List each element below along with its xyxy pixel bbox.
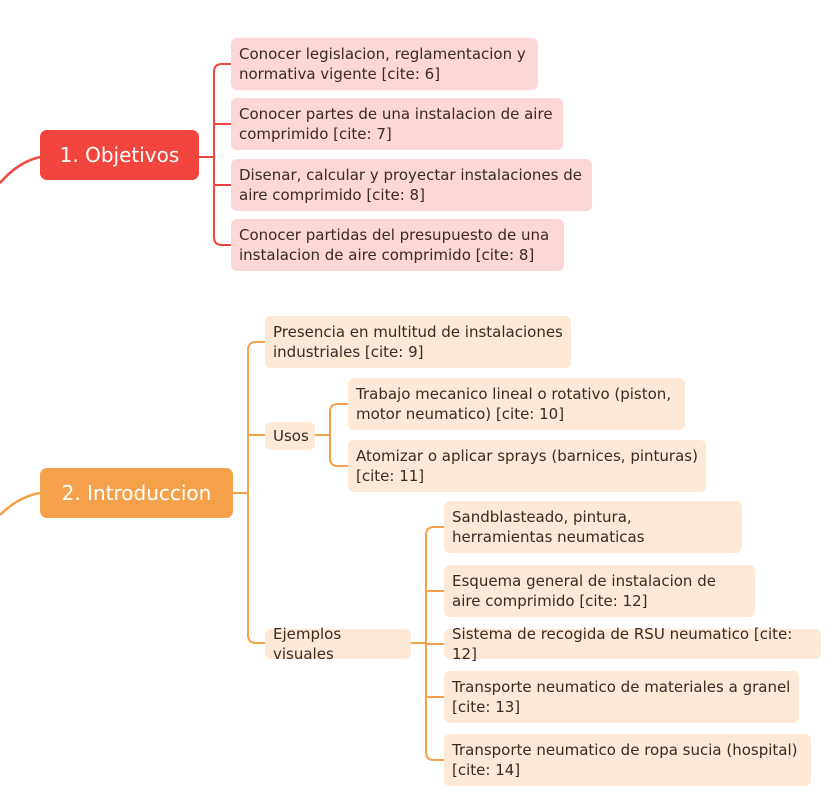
introduccion-incoming-link [0,491,41,516]
ejemplos-item[interactable]: Sistema de recogida de RSU neumatico [ci… [444,625,821,663]
ejemplos-item[interactable]: Sandblasteado, pintura, herramientas neu… [444,501,742,553]
ejemplos-node[interactable]: Ejemplos visuales [265,625,411,663]
objetivos-item[interactable]: Conocer partidas del presupuesto de una … [231,219,564,271]
usos-branch-spine [329,403,348,467]
introduccion-branch-spine [247,341,265,644]
objetivos-branch-spine [213,63,231,246]
usos-item[interactable]: Trabajo mecanico lineal o rotativo (pist… [348,378,685,430]
objetivos-item[interactable]: Conocer partes de una instalacion de air… [231,98,563,150]
presencia-node[interactable]: Presencia en multitud de instalaciones i… [265,316,571,368]
usos-node[interactable]: Usos [265,422,315,450]
objetivos-item[interactable]: Conocer legislacion, reglamentacion y no… [231,38,538,90]
usos-item[interactable]: Atomizar o aplicar sprays (barnices, pin… [348,440,706,492]
ejemplos-item[interactable]: Transporte neumatico de ropa sucia (hosp… [444,734,811,786]
objetivos-incoming-link [0,155,41,184]
introduccion-topic[interactable]: 2. Introduccion [40,468,233,518]
objetivos-topic[interactable]: 1. Objetivos [40,130,199,180]
ejemplos-item[interactable]: Transporte neumatico de materiales a gra… [444,671,799,723]
ejemplos-item[interactable]: Esquema general de instalacion de aire c… [444,565,755,617]
objetivos-item[interactable]: Disenar, calcular y proyectar instalacio… [231,159,592,211]
